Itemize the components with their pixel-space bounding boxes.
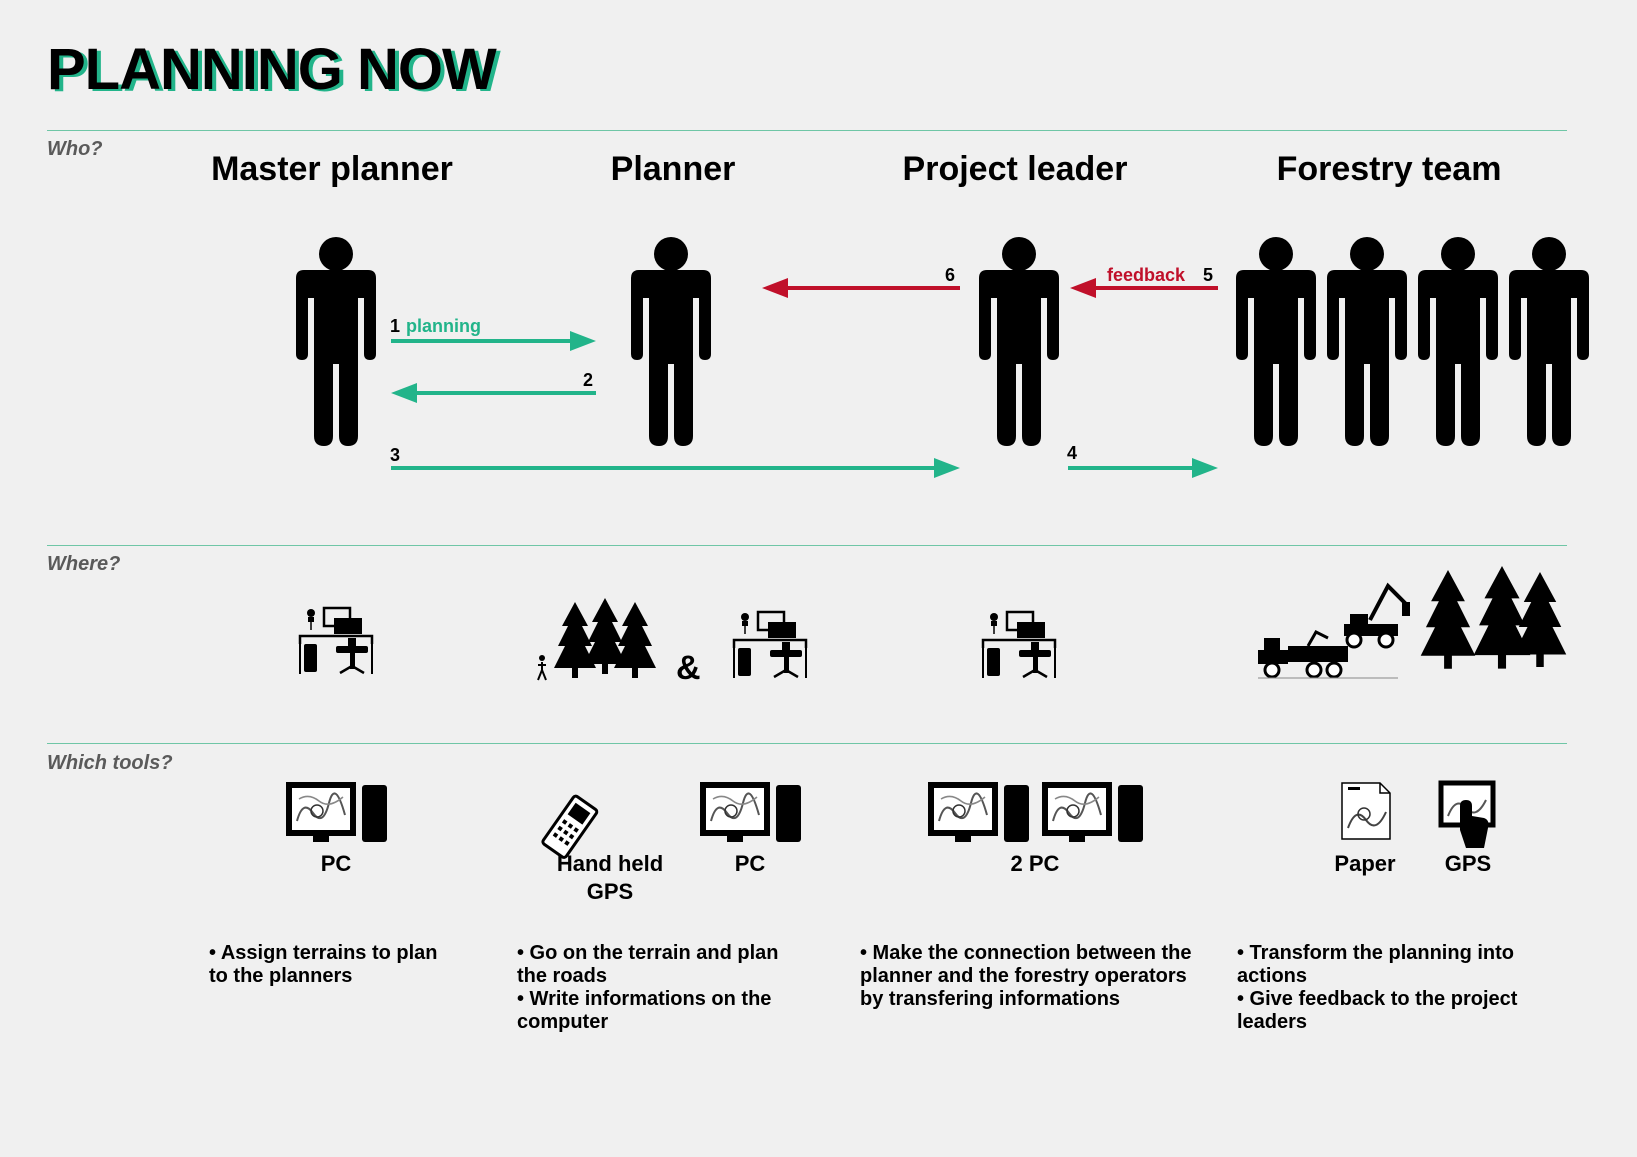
forest-icon (1420, 566, 1567, 669)
pc-icon-planner (703, 785, 801, 842)
tool-label-handheld-gps-line2: GPS (586, 879, 634, 904)
arrow-3-number: 3 (390, 445, 400, 465)
section-label-who: Who? (47, 138, 103, 160)
description-line: actions (1237, 965, 1308, 987)
hiker-icon (537, 655, 547, 681)
description-line: the roads (517, 965, 608, 987)
forestry-worker-figure-1 (1236, 237, 1316, 446)
role-project-leader: Project leader (902, 150, 1128, 188)
divider-who (47, 130, 1567, 131)
gps-touch-icon (1438, 780, 1496, 848)
section-label-where: Where? (47, 553, 121, 575)
forestry-worker-figure-4 (1509, 237, 1589, 446)
arrow-1-planning (391, 331, 596, 351)
description-forestry-team: • Transform the planning into actions • … (1237, 942, 1517, 1034)
forest-with-person-icon (537, 598, 656, 681)
section-label-tools: Which tools? (47, 752, 173, 774)
description-line: computer (517, 1011, 609, 1033)
description-line: • Go on the terrain and plan (517, 942, 779, 964)
ampersand-text: & (676, 649, 701, 687)
tool-label-pc-planner: PC (734, 851, 766, 876)
tool-label-pc-master: PC (320, 851, 352, 876)
office-desk-icon-leader (981, 610, 1057, 680)
tool-label-2pc: 2 PC (1010, 851, 1060, 876)
arrow-1-number: 1 (390, 316, 400, 336)
tool-label-gps: GPS (1444, 851, 1492, 876)
page-title: PLANNING NOW (47, 37, 497, 102)
arrow-2-return (391, 383, 596, 403)
arrow-1-label: planning (406, 316, 481, 336)
forestry-worker-figure-3 (1418, 237, 1498, 446)
description-line: • Give feedback to the project (1237, 988, 1518, 1010)
arrow-3-to-leader (391, 458, 960, 478)
description-line: • Write informations on the (517, 988, 772, 1010)
arrow-6-feedback (762, 278, 960, 298)
description-line: • Make the connection between the (860, 942, 1192, 964)
description-master-planner: • Assign terrains to plan to the planner… (209, 942, 438, 988)
handheld-gps-icon (541, 794, 599, 859)
tool-label-paper: Paper (1334, 851, 1396, 876)
divider-tools (47, 743, 1567, 744)
master-planner-figure (296, 237, 376, 446)
pc-icon-leader-2 (1045, 785, 1143, 842)
forestry-worker-figure-2 (1327, 237, 1407, 446)
forestry-machines-icon (1258, 582, 1410, 679)
paper-map-icon (1341, 782, 1391, 840)
planner-figure (631, 237, 711, 446)
role-planner: Planner (610, 150, 736, 188)
role-master-planner: Master planner (211, 150, 453, 188)
arrow-5-number: 5 (1203, 265, 1213, 285)
description-line: to the planners (209, 965, 353, 987)
arrow-5-feedback (1070, 278, 1218, 298)
pc-icon-master (289, 785, 387, 842)
arrow-4-number: 4 (1067, 443, 1077, 463)
description-line: • Transform the planning into (1237, 942, 1515, 964)
office-desk-icon-master (298, 606, 374, 676)
project-leader-figure (979, 237, 1059, 446)
arrow-6-number: 6 (945, 265, 955, 285)
office-desk-icon-planner (732, 610, 808, 680)
role-forestry-team: Forestry team (1276, 150, 1502, 188)
description-line: by transfering informations (860, 988, 1121, 1010)
tool-label-handheld-gps-line1: Hand held (556, 851, 664, 876)
description-planner: • Go on the terrain and plan the roads •… (517, 942, 778, 1034)
arrow-2-number: 2 (583, 370, 593, 390)
description-project-leader: • Make the connection between the planne… (860, 942, 1192, 1011)
description-line: • Assign terrains to plan (209, 942, 438, 964)
pc-icon-leader-1 (931, 785, 1029, 842)
arrow-4-to-team (1068, 458, 1218, 478)
arrow-5-label: feedback (1107, 265, 1186, 285)
divider-where (47, 545, 1567, 546)
description-line: leaders (1237, 1011, 1308, 1033)
description-line: planner and the forestry operators (860, 965, 1187, 987)
